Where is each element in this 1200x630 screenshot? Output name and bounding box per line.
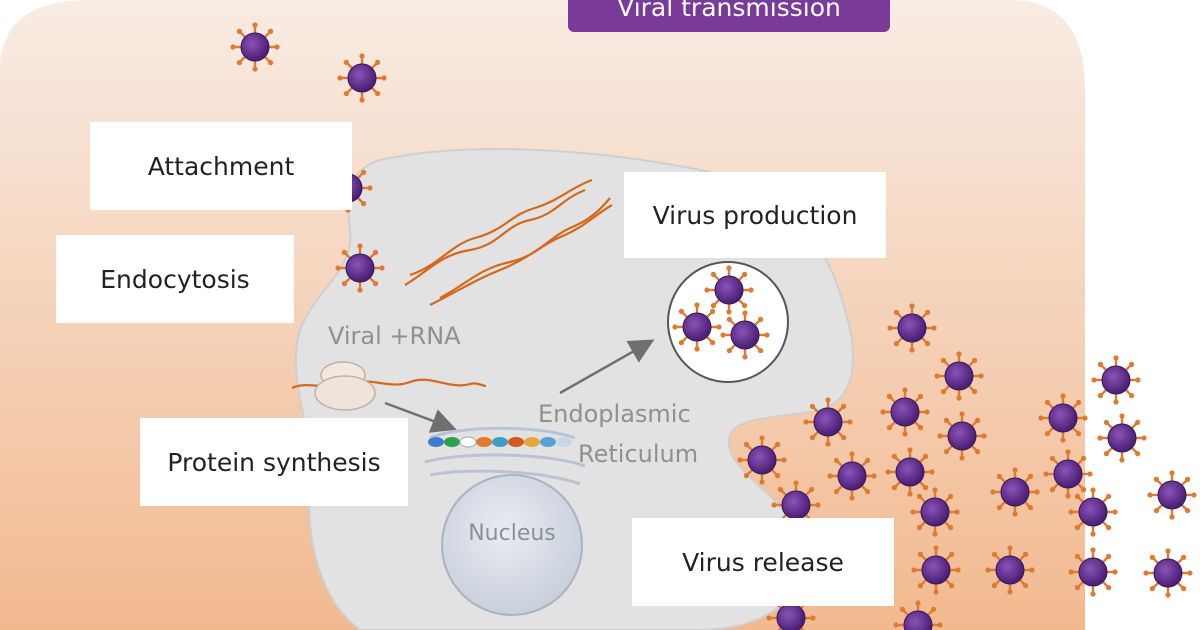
virus-icon: [336, 52, 388, 104]
virus-icon: [334, 242, 386, 294]
virus-icon: [933, 350, 985, 402]
virus-icon: [910, 544, 962, 596]
virus-icon: [984, 544, 1036, 596]
virus-icon: [826, 450, 878, 502]
ribosome-icon: [314, 361, 376, 411]
virus-icon: [1037, 392, 1089, 444]
viral-rna-label: Viral +RNA: [328, 322, 461, 350]
virus-icon: [1067, 546, 1119, 598]
virus-icon: [671, 301, 723, 353]
virus-icon: [1067, 486, 1119, 538]
endoplasmic-reticulum: [424, 426, 586, 486]
virus-icon: [736, 434, 788, 486]
label-endocytosis: Endocytosis: [56, 235, 294, 323]
virus-icon: [1142, 547, 1194, 599]
virus-icon: [884, 446, 936, 498]
virus-icon: [989, 466, 1041, 518]
virus-production-vesicle: [667, 261, 789, 383]
virus-icon: [802, 396, 854, 448]
arrow-icon: [559, 339, 655, 395]
virus-icon: [229, 21, 281, 73]
nucleus: [441, 474, 583, 616]
virus-icon: [719, 309, 771, 361]
virus-icon: [1090, 354, 1142, 406]
title-banner: Viral transmission: [568, 0, 890, 32]
arrow-icon: [384, 401, 457, 433]
virus-icon: [879, 386, 931, 438]
virus-icon: [909, 486, 961, 538]
virus-icon: [1146, 469, 1198, 521]
virus-icon: [1042, 448, 1094, 500]
virus-icon: [886, 302, 938, 354]
label-protein-synthesis: Protein synthesis: [140, 418, 408, 506]
label-attachment: Attachment: [90, 122, 352, 210]
nucleus-label: Nucleus: [468, 521, 556, 546]
virus-icon: [703, 264, 755, 316]
protein-chain: [428, 436, 572, 448]
er-label-line1: Endoplasmic: [538, 400, 691, 428]
virus-icon: [1096, 412, 1148, 464]
er-label-line2: Reticulum: [578, 440, 698, 468]
label-virus-production: Virus production: [624, 172, 886, 258]
label-virus-release: Virus release: [632, 518, 894, 606]
virus-icon: [936, 410, 988, 462]
